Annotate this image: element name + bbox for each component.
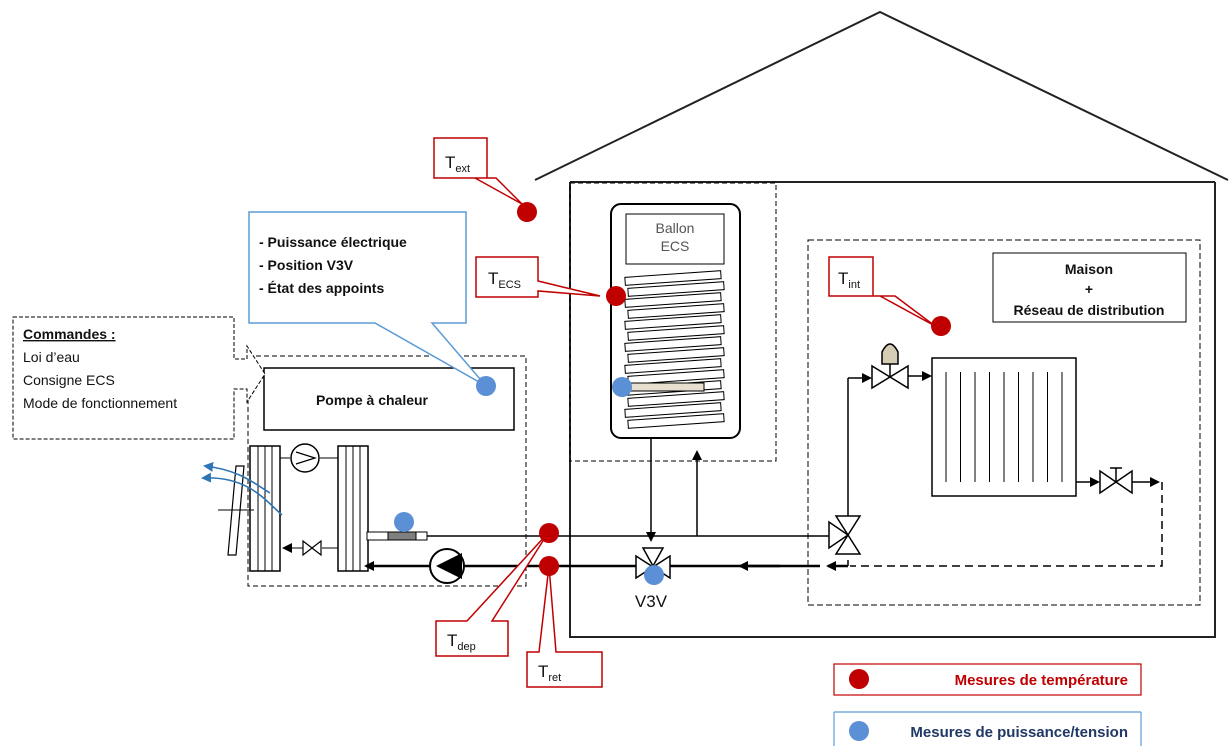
house-label-box [992, 252, 1187, 323]
svg-text:Text: Text [445, 153, 470, 175]
power-sensor-flowmeter-dot [394, 512, 414, 532]
power-callout-line1: - Puissance électrique [259, 234, 407, 250]
piping [364, 371, 1160, 571]
tecs-callout: TECS [475, 256, 601, 298]
tdep-sub: dep [457, 641, 475, 653]
commands-line2: Consigne ECS [23, 372, 115, 388]
text-callout: Text [433, 137, 523, 205]
text-main: T [445, 153, 455, 172]
legend-power-dot [849, 721, 869, 741]
heat-pump-label: Pompe à chaleur [316, 392, 429, 408]
tint-callout: Tint [828, 256, 936, 327]
commands-line1: Loi d’eau [23, 349, 80, 365]
thermostatic-valve [871, 343, 909, 390]
return-pipe-dashed [850, 482, 1163, 567]
lockshield-valve [1099, 467, 1133, 495]
legend-temperature-dot [849, 669, 869, 689]
sensor-tret-dot [539, 556, 559, 576]
distribution-valve [828, 515, 862, 555]
sensor-tdep-dot [539, 523, 559, 543]
radiator [931, 357, 1077, 497]
hot-water-tank: Ballon ECS [610, 203, 741, 439]
tint-main: T [838, 269, 848, 288]
coil-turn [624, 270, 722, 286]
legend-temperature-box [833, 663, 1142, 696]
tank-zone [569, 182, 777, 462]
house-label-line2: + [1085, 281, 1093, 297]
text-sub: ext [455, 163, 470, 175]
house-label-line1: Maison [1065, 261, 1113, 277]
sensor-text-dot [517, 202, 537, 222]
coil-turn [627, 391, 725, 407]
circulator-pump [429, 548, 465, 584]
coil-turn [624, 358, 722, 374]
legend-power-label: Mesures de puissance/tension [910, 724, 1128, 741]
coil-turn [627, 281, 725, 297]
power-sensor-tank-dot [612, 377, 632, 397]
v3v-label: V3V [635, 592, 668, 611]
svg-text:Tint: Tint [838, 269, 860, 291]
legend: Mesures de température Mesures de puissa… [833, 663, 1142, 746]
coil-turn [624, 402, 722, 418]
coil-turn [624, 292, 722, 308]
power-callout-line2: - Position V3V [259, 257, 354, 273]
svg-text:Tdep: Tdep [447, 631, 476, 653]
coil-turn [627, 413, 725, 429]
house-label-line3: Réseau de distribution [1014, 302, 1165, 318]
coil-turn [627, 347, 725, 363]
tint-sub: int [848, 279, 860, 291]
power-callout: - Puissance électrique - Position V3V - … [248, 211, 487, 387]
sensor-tecs-dot [606, 286, 626, 306]
legend-temperature-label: Mesures de température [955, 672, 1128, 689]
tecs-main: T [488, 269, 498, 288]
tret-sub: ret [548, 672, 561, 684]
house-outline [534, 10, 1229, 638]
power-callout-line3: - État des appoints [259, 280, 384, 296]
commands-line3: Mode de fonctionnement [23, 395, 177, 411]
coil-turn [627, 303, 725, 319]
commands-callout: Commandes : Loi d’eau Consigne ECS Mode … [12, 316, 266, 440]
heat-pump-zone [247, 355, 527, 587]
svg-text:Tret: Tret [538, 662, 561, 684]
coil-turn [624, 336, 722, 352]
tank-label-line2: ECS [661, 238, 690, 254]
tank-electric-heater [619, 382, 705, 392]
tecs-sub: ECS [498, 279, 521, 291]
sensor-tint-dot [931, 316, 951, 336]
tret-callout: Tret [526, 565, 603, 688]
coil-turn [624, 314, 722, 330]
tret-main: T [538, 662, 548, 681]
tank-heating-coil [624, 270, 725, 429]
coil-turn [627, 325, 725, 341]
power-sensor-heatpump-dot [476, 376, 496, 396]
commands-title: Commandes : [23, 326, 116, 342]
tdep-main: T [447, 631, 457, 650]
tdep-callout: Tdep [435, 532, 549, 657]
power-sensor-v3v-dot [644, 565, 664, 585]
heat-pump-internals [201, 443, 428, 572]
svg-text:TECS: TECS [488, 269, 521, 291]
tank-label-line1: Ballon [656, 220, 695, 236]
